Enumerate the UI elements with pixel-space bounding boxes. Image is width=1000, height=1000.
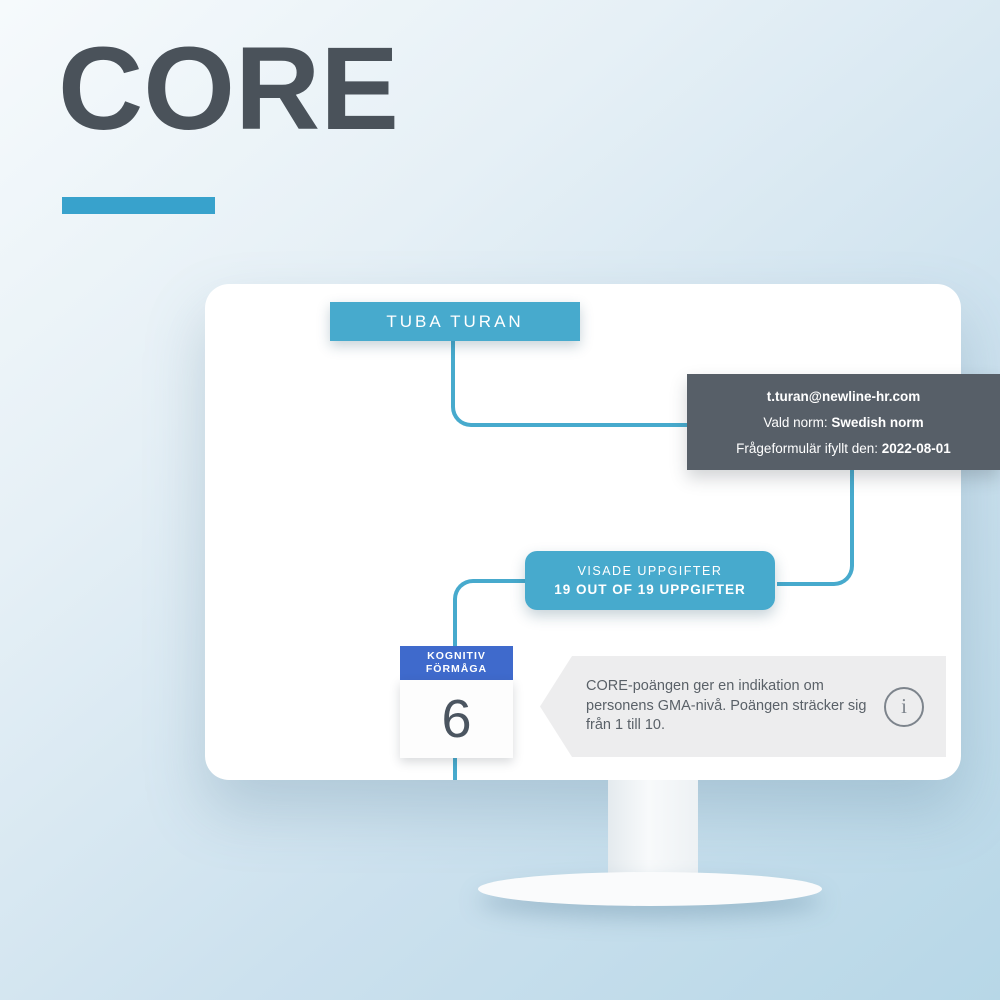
norm-value: Swedish norm bbox=[831, 414, 924, 430]
connector-name-to-info bbox=[451, 341, 695, 427]
norm-label: Vald norm: bbox=[763, 414, 828, 430]
score-header-line1: KOGNITIV bbox=[427, 649, 486, 662]
tasks-shown-value: 19 OUT OF 19 UPPGIFTER bbox=[554, 582, 746, 597]
tasks-shown-box: VISADE UPPGIFTER 19 OUT OF 19 UPPGIFTER bbox=[525, 551, 775, 610]
brand-underline-bar bbox=[62, 197, 215, 214]
score-tooltip-bubble: CORE-poängen ger en indikation om person… bbox=[540, 656, 946, 757]
info-icon[interactable]: i bbox=[884, 686, 924, 727]
candidate-name: TUBA TURAN bbox=[386, 311, 524, 331]
score-header-line2: FÖRMÅGA bbox=[425, 663, 488, 675]
norm-row: Vald norm: Swedish norm bbox=[693, 415, 994, 430]
monitor-stand-base bbox=[478, 872, 822, 906]
connector-tasks-to-score bbox=[453, 579, 529, 653]
candidate-name-banner: TUBA TURAN bbox=[330, 302, 580, 341]
candidate-email: t.turan@newline-hr.com bbox=[766, 388, 921, 404]
tasks-shown-title: VISADE UPPGIFTER bbox=[577, 564, 723, 578]
brand-title: CORE bbox=[58, 23, 399, 155]
connector-score-down bbox=[453, 756, 457, 780]
score-card-header: KOGNITIV FÖRMÅGA bbox=[400, 646, 513, 680]
date-value: 2022-08-01 bbox=[881, 440, 951, 456]
connector-info-to-tasks bbox=[777, 470, 854, 586]
monitor-stand-neck bbox=[608, 780, 698, 882]
candidate-info-box: t.turan@newline-hr.com Vald norm: Swedis… bbox=[687, 374, 1000, 470]
score-tooltip-text: CORE-poängen ger en indikation om person… bbox=[586, 678, 867, 734]
date-label: Frågeformulär ifyllt den: bbox=[736, 440, 878, 456]
score-card: 6 bbox=[400, 680, 513, 758]
date-row: Frågeformulär ifyllt den: 2022-08-01 bbox=[693, 441, 994, 456]
score-value: 6 bbox=[441, 689, 472, 749]
